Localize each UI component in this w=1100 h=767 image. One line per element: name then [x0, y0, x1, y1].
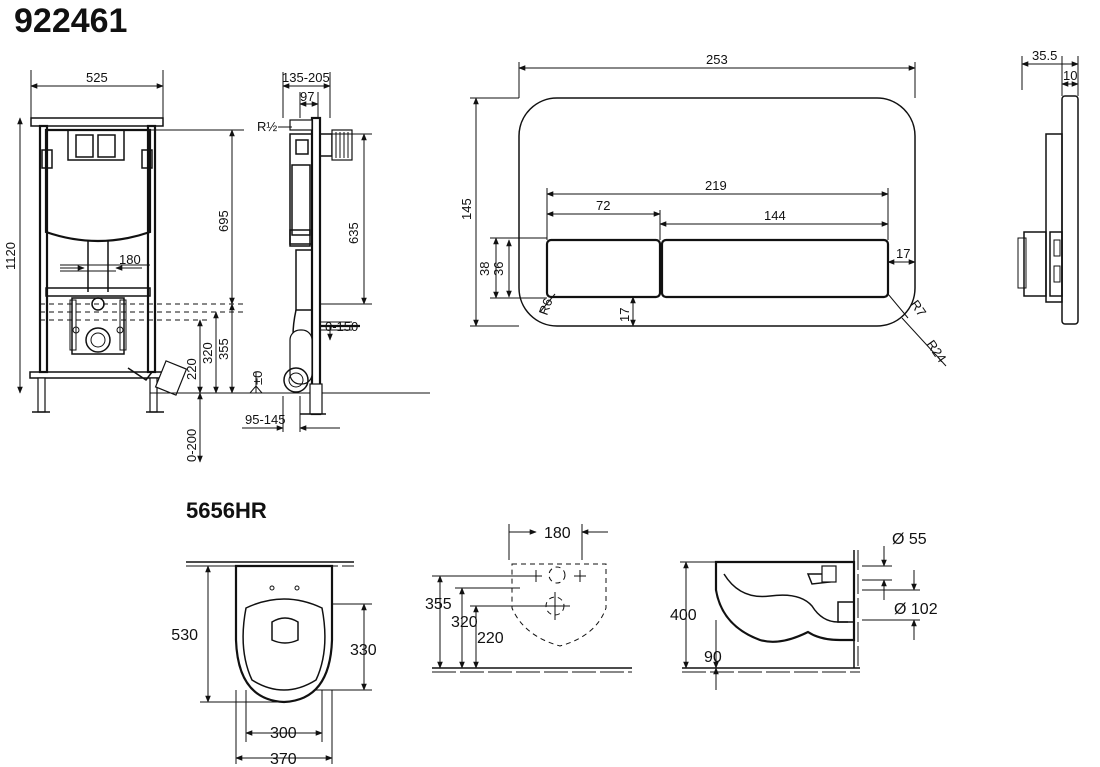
right-margin-label: 17 [896, 246, 910, 261]
waste-height-c-label: 220 [184, 358, 199, 380]
thread-label: R½ [257, 119, 277, 134]
bowl-width-label: 300 [270, 725, 297, 742]
rear-height-a-label: 355 [425, 596, 452, 613]
button-height-outer-label: 38 [477, 262, 492, 276]
floor-level-label: ±0 [250, 371, 265, 385]
adjust-range-label: 0-150 [325, 319, 358, 334]
outlet-diameter-label: Ø 102 [894, 601, 938, 618]
rear-bolt-spacing-label: 180 [544, 525, 571, 542]
plate-height-label: 145 [459, 198, 474, 220]
side-depth-total-label: 35.5 [1032, 48, 1057, 63]
cistern-height-label: 695 [216, 210, 231, 232]
bowl-length-label: 330 [350, 642, 377, 659]
large-button-label: 144 [764, 208, 786, 223]
waste-height-b-label: 320 [200, 342, 215, 364]
outlet-spacing-label: 180 [119, 252, 141, 267]
rear-height-c-label: 220 [477, 630, 504, 647]
base-range-label: 95-145 [245, 412, 285, 427]
floor-adjust-label: 0-200 [184, 429, 199, 462]
small-button-label: 72 [596, 198, 610, 213]
inlet-diameter-label: Ø 55 [892, 531, 927, 548]
flush-plate-side-view [1017, 56, 1079, 325]
outlet-offset-label: 90 [704, 649, 722, 666]
corner-mid-label: R7 [908, 297, 930, 319]
flush-plate-front-view [470, 62, 947, 367]
plate-width-label: 253 [706, 52, 728, 67]
rear-height-b-label: 320 [451, 614, 478, 631]
toilet-top-view [186, 561, 372, 764]
corner-small-label: R6 [536, 296, 556, 317]
toilet-side-view [680, 546, 920, 690]
buttons-width-label: 219 [705, 178, 727, 193]
side-depth-plate-label: 10 [1063, 68, 1077, 83]
side-height-400-label: 400 [670, 607, 697, 624]
total-width-label: 370 [270, 751, 297, 767]
frame-side-view [242, 72, 372, 432]
frame-width-label: 525 [86, 70, 108, 85]
toilet-rear-view [432, 524, 632, 673]
depth-label: 97 [300, 89, 314, 104]
bottom-margin-label: 17 [617, 308, 632, 322]
toilet-length-label: 530 [171, 627, 198, 644]
toilet-code-title: 5656HR [186, 498, 267, 523]
side-height-label: 635 [346, 222, 361, 244]
frame-height-label: 1120 [3, 242, 18, 270]
frame-front-view [17, 70, 430, 463]
frame-code-title: 922461 [14, 2, 127, 40]
depth-range-label: 135-205 [282, 70, 330, 85]
corner-large-label: R24 [924, 337, 950, 365]
button-height-inner-label: 36 [491, 262, 506, 276]
waste-height-a-label: 355 [216, 338, 231, 360]
